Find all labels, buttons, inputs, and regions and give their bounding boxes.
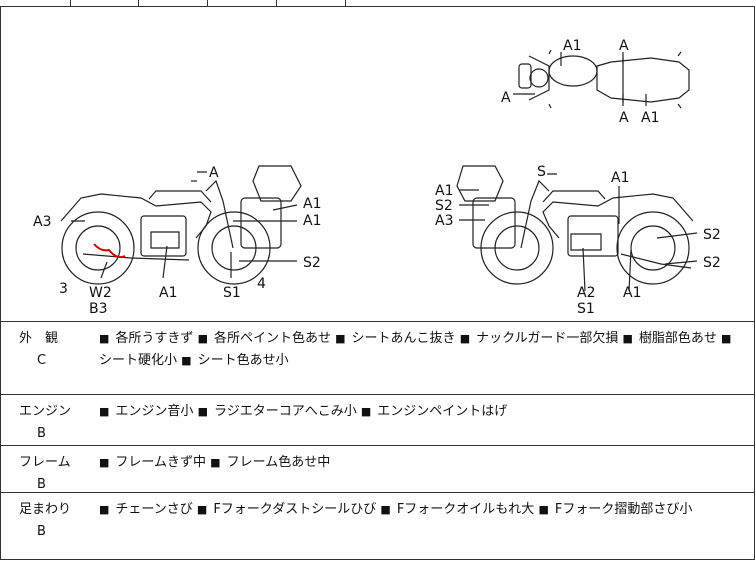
label-left-s1: S1 [223, 285, 241, 301]
label-right-a2: A2 [577, 285, 595, 301]
bullet-square-icon: ■ [197, 405, 208, 418]
label-right-s2-left: S2 [435, 198, 453, 214]
label-right-s1: S1 [577, 301, 595, 317]
label-right-a1-upper: A1 [611, 170, 629, 186]
condition-item: ■ラジエターコアへこみ小 [197, 404, 357, 419]
row-category: 外 観 C [19, 328, 79, 372]
row-category: フレーム B [19, 452, 79, 496]
condition-items: ■各所うすきず ■各所ペイント色あせ ■シートあんこ抜き ■ナックルガード一部欠… [99, 328, 749, 372]
left-side-motorcycle-icon [60, 165, 302, 285]
bullet-square-icon: ■ [335, 332, 346, 345]
bullet-square-icon: ■ [99, 332, 110, 345]
condition-item: ■シート色あせ小 [181, 353, 289, 368]
condition-item: ■各所ペイント色あせ [197, 331, 331, 346]
bullet-square-icon: ■ [538, 503, 549, 516]
motorcycle-damage-diagram: A1 A A A A1 A A1 A1 A3 S2 3 W2 B3 A1 S1 … [0, 6, 755, 322]
grade-label: B [37, 524, 46, 539]
label-top-a-left: A [501, 90, 511, 106]
category-label: 足まわり [19, 502, 72, 517]
label-left-3: 3 [59, 281, 68, 297]
condition-row-suspension: 足まわり B ■チェーンさび ■Fフォークダストシールひび ■Fフォークオイルも… [0, 493, 755, 560]
condition-item: ■Fフォークダストシールひび [196, 502, 377, 517]
grade-label: B [37, 426, 46, 441]
label-right-s: S [537, 164, 546, 180]
bullet-square-icon: ■ [210, 456, 221, 469]
condition-item: ■シートあんこ抜き [335, 331, 456, 346]
condition-item: ■Fフォークオイルもれ大 [380, 502, 535, 517]
label-top-a-lower: A [619, 110, 629, 126]
bullet-square-icon: ■ [197, 332, 208, 345]
category-label: エンジン [19, 404, 72, 419]
label-left-a1-upper: A1 [303, 196, 321, 212]
label-right-a1-bottom: A1 [623, 285, 641, 301]
bullet-square-icon: ■ [459, 332, 471, 345]
label-top-a1: A1 [563, 38, 581, 54]
label-right-s2-lower: S2 [703, 255, 721, 271]
damage-mark-icon [93, 243, 126, 259]
condition-item: ■フレームきず中 [99, 455, 207, 470]
header-table-row [0, 0, 755, 7]
label-right-a1-left: A1 [435, 183, 453, 199]
bullet-square-icon: ■ [99, 503, 110, 516]
condition-item: ■フレーム色あせ中 [210, 455, 331, 470]
row-category: 足まわり B [19, 499, 79, 543]
condition-items: ■エンジン音小 ■ラジエターコアへこみ小 ■エンジンペイントはげ [99, 401, 749, 423]
label-top-a-upper: A [619, 38, 629, 54]
row-category: エンジン B [19, 401, 79, 445]
top-view-motorcycle-icon [518, 49, 690, 109]
bullet-square-icon: ■ [99, 456, 110, 469]
label-left-a: A [209, 165, 219, 181]
grade-label: B [37, 477, 46, 492]
bullet-square-icon: ■ [360, 405, 372, 418]
bullet-square-icon: ■ [380, 503, 391, 516]
label-right-s2-upper: S2 [703, 227, 721, 243]
right-side-motorcycle-icon [456, 165, 694, 285]
condition-item: ■ナックルガード一部欠損 [459, 331, 619, 346]
condition-item: ■エンジンペイントはげ [360, 404, 508, 419]
label-top-a1-lower: A1 [641, 110, 659, 126]
label-left-a1-bottom: A1 [159, 285, 177, 301]
label-left-4: 4 [257, 276, 266, 292]
condition-item: ■チェーンさび [99, 502, 193, 517]
bullet-square-icon: ■ [196, 503, 208, 516]
condition-row-exterior: 外 観 C ■各所うすきず ■各所ペイント色あせ ■シートあんこ抜き ■ナックル… [0, 322, 755, 395]
label-left-w2: W2 [89, 285, 112, 301]
condition-item: ■樹脂部色あせ [622, 331, 717, 346]
bullet-square-icon: ■ [99, 405, 110, 418]
diagram-svg: A1 A A A A1 A A1 A1 A3 S2 3 W2 B3 A1 S1 … [33, 38, 721, 317]
category-label: フレーム [19, 455, 71, 470]
label-left-a1-lower: A1 [303, 213, 321, 229]
condition-row-frame: フレーム B ■フレームきず中 ■フレーム色あせ中 [0, 446, 755, 493]
condition-row-engine: エンジン B ■エンジン音小 ■ラジエターコアへこみ小 ■エンジンペイントはげ [0, 395, 755, 446]
condition-item: ■各所うすきず [99, 331, 194, 346]
bullet-square-icon: ■ [622, 332, 633, 345]
category-label: 外 観 [19, 331, 59, 346]
condition-item: ■Fフォーク摺動部さび小 [538, 502, 693, 517]
label-left-a3: A3 [33, 214, 51, 230]
condition-items: ■フレームきず中 ■フレーム色あせ中 [99, 452, 749, 474]
label-left-s2: S2 [303, 255, 321, 271]
condition-item: ■エンジン音小 [99, 404, 194, 419]
condition-items: ■チェーンさび ■Fフォークダストシールひび ■Fフォークオイルもれ大 ■Fフォ… [99, 499, 749, 521]
label-right-a3: A3 [435, 213, 453, 229]
condition-item: ■シート硬化小 [99, 332, 732, 368]
bullet-square-icon: ■ [181, 354, 192, 367]
bullet-square-icon: ■ [721, 332, 732, 345]
label-left-b3: B3 [89, 301, 108, 317]
grade-label: C [37, 353, 47, 368]
